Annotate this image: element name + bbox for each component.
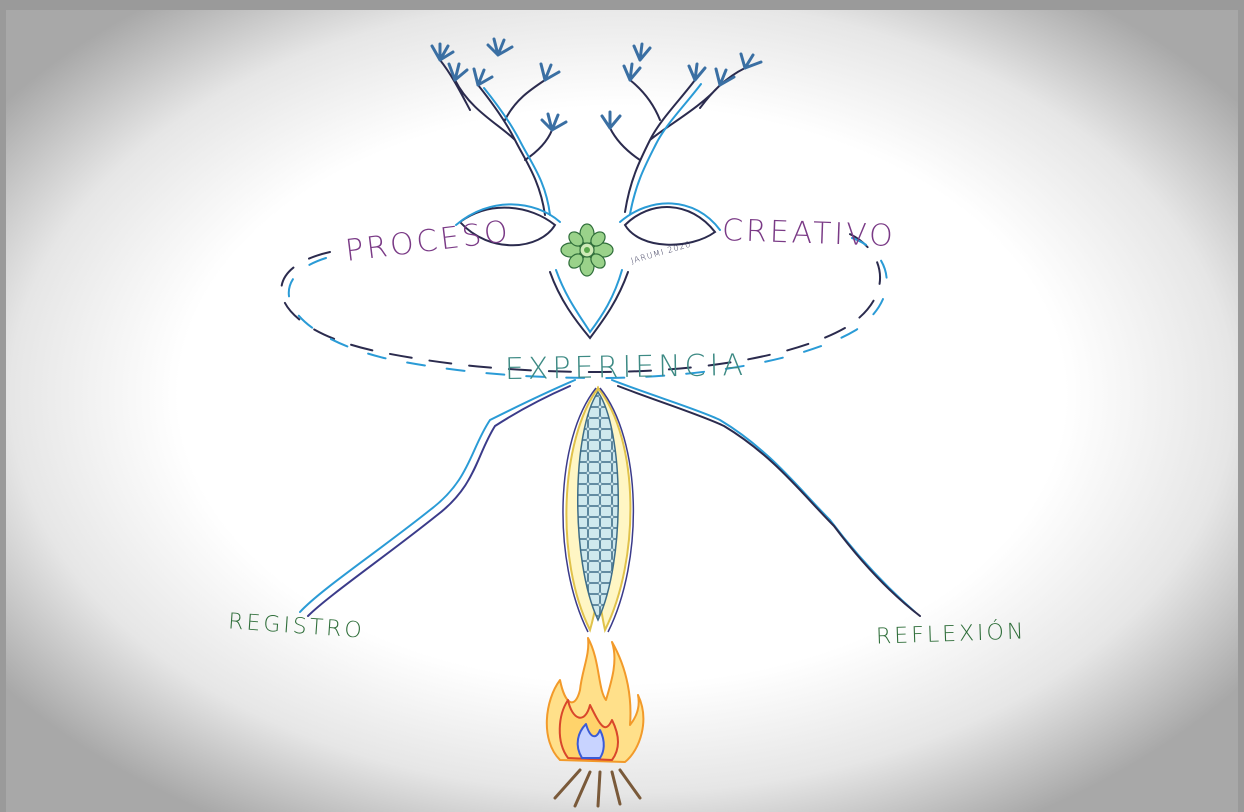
label-reflexion: REFLEXIÓN — [876, 619, 1027, 649]
label-creativo: CREATIVO — [721, 213, 896, 254]
label-experiencia: EXPERIENCIA — [505, 348, 748, 387]
